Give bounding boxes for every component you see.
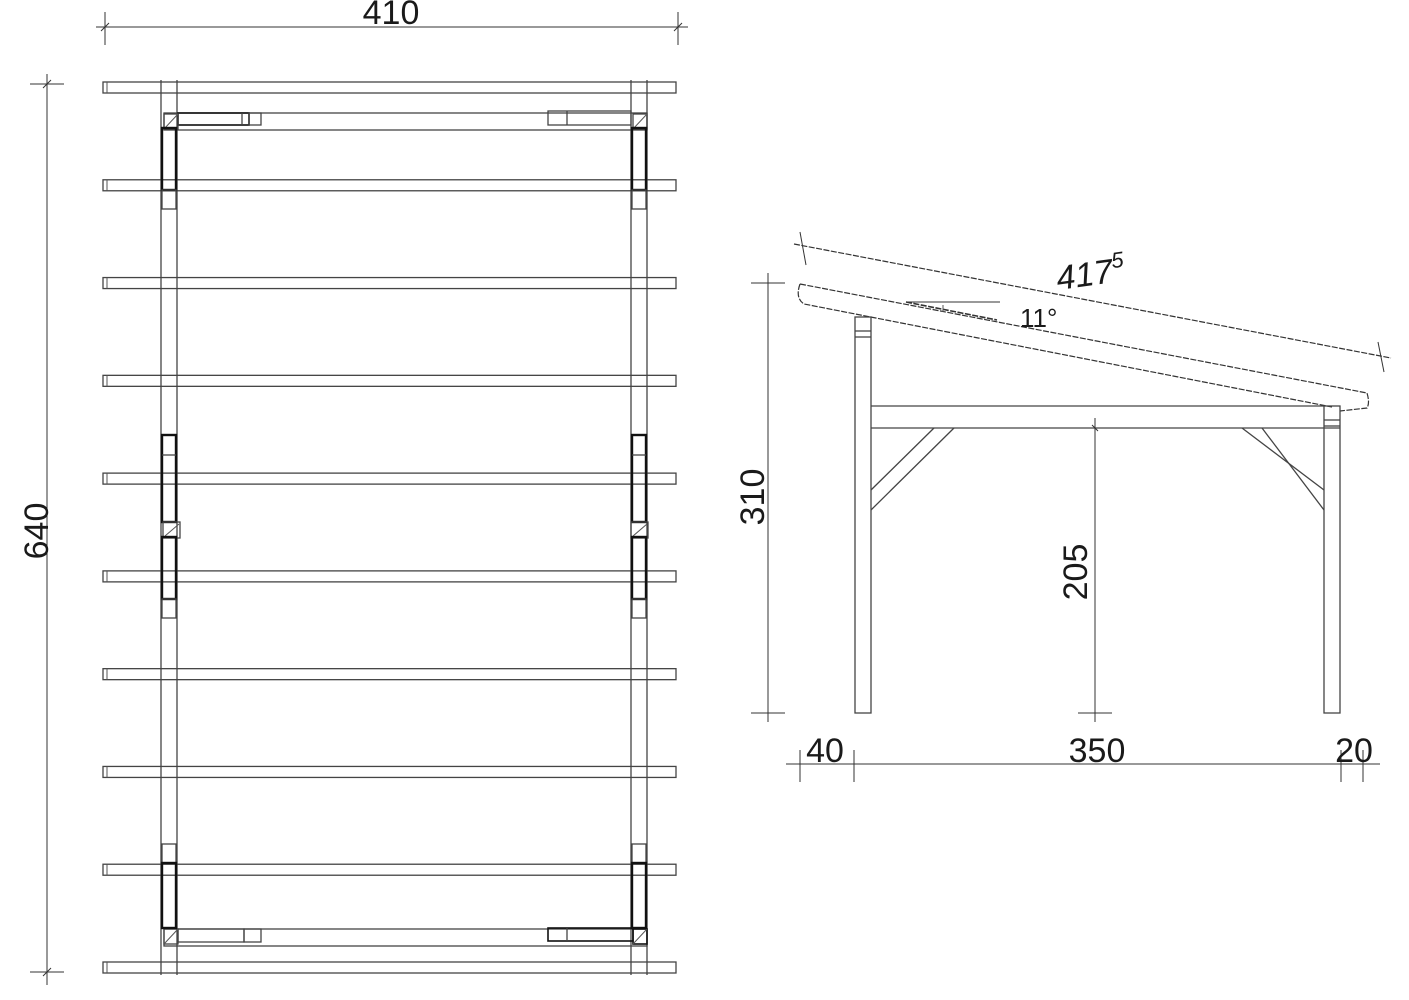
middle-posts bbox=[160, 433, 649, 619]
left-beam bbox=[160, 80, 178, 975]
top-cross-beam bbox=[160, 110, 648, 210]
rafter bbox=[102, 179, 677, 192]
span-label: 350 bbox=[1069, 732, 1126, 770]
right-brace bbox=[1241, 427, 1325, 511]
roof-rafter bbox=[797, 283, 1370, 412]
rafter bbox=[102, 276, 677, 290]
bottom-dimensions: 40 350 20 bbox=[786, 732, 1380, 782]
width-dimension: 410 bbox=[96, 0, 688, 45]
roof-angle-annotation: 11° bbox=[905, 301, 1057, 333]
clear-height-dimension: 205 bbox=[1057, 418, 1112, 722]
rafter-length-label: 4175 bbox=[1053, 247, 1128, 298]
rear-overhang-label: 20 bbox=[1335, 732, 1373, 770]
rafter bbox=[102, 374, 677, 387]
rafter bbox=[102, 765, 677, 779]
front-post bbox=[854, 316, 872, 714]
length-label: 640 bbox=[18, 503, 56, 560]
total-height-dimension: 310 bbox=[734, 273, 785, 722]
plan-view: 410 640 bbox=[18, 0, 688, 985]
total-height-label: 310 bbox=[734, 469, 772, 526]
left-brace bbox=[870, 427, 955, 511]
rafters bbox=[102, 81, 677, 974]
rafter bbox=[102, 961, 677, 974]
rafter bbox=[102, 570, 677, 583]
right-beam bbox=[630, 80, 648, 975]
rafter bbox=[102, 668, 677, 681]
rafter bbox=[102, 81, 677, 94]
clear-height-label: 205 bbox=[1057, 544, 1095, 601]
rafter bbox=[102, 472, 677, 485]
length-dimension: 640 bbox=[18, 74, 64, 985]
roof-angle-label: 11° bbox=[1020, 303, 1057, 333]
width-label: 410 bbox=[363, 0, 420, 32]
side-view: 4175 11° bbox=[734, 231, 1392, 782]
front-overhang-label: 40 bbox=[806, 732, 844, 770]
horizontal-beam bbox=[871, 405, 1340, 429]
rafter bbox=[102, 863, 677, 876]
rear-post bbox=[1323, 405, 1341, 714]
bottom-cross-beam bbox=[160, 843, 648, 947]
rafter-length-dimension: 4175 bbox=[793, 231, 1392, 373]
